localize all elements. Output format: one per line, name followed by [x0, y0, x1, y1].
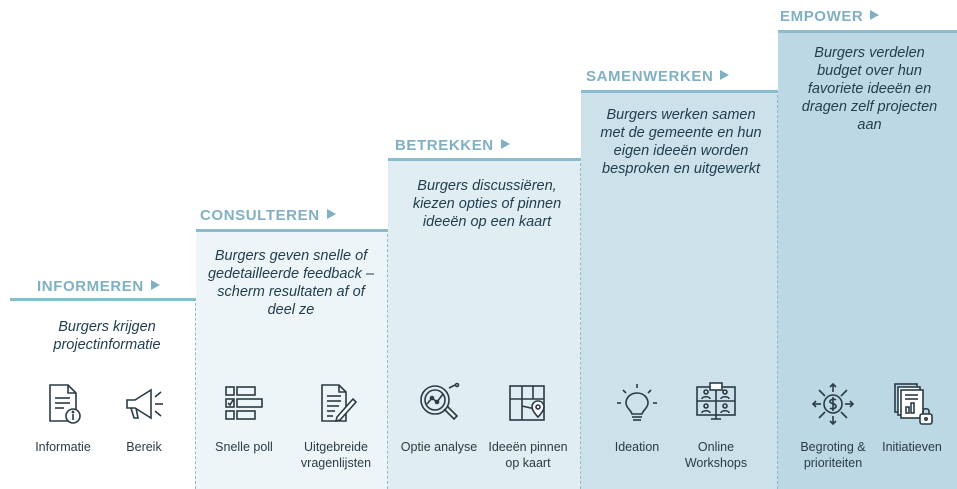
- stage-title-informeren: INFORMEREN: [37, 278, 160, 295]
- stage-divider: [777, 90, 778, 489]
- stage-divider: [387, 229, 388, 489]
- documents-lock-icon: [894, 383, 933, 425]
- item-informatie: Informatie: [18, 381, 108, 455]
- questionnaire-icon: [321, 384, 358, 423]
- item-initiatieven: Initiatieven: [869, 381, 955, 455]
- stage-title-consulteren: CONSULTEREN: [200, 207, 336, 224]
- item-label: Ideation: [614, 440, 660, 454]
- stage-divider: [580, 158, 581, 489]
- item-ideeen-pinnen: Ideeën pinnen op kaart: [483, 381, 573, 471]
- stage-title-empower: EMPOWER: [780, 8, 880, 25]
- stage-divider: [195, 298, 196, 489]
- map-pin-icon: [509, 385, 545, 421]
- poll-list-icon: [225, 386, 263, 420]
- item-ideation: Ideation: [592, 381, 682, 455]
- stage-top-line: [388, 158, 581, 161]
- magnifier-chart-icon: [420, 382, 460, 421]
- item-label: Uitgebreide vragenlijsten: [300, 440, 372, 470]
- item-label: Optie analyse: [400, 440, 478, 454]
- stage-title-samenwerken: SAMENWERKEN: [586, 68, 730, 85]
- item-label: Initiatieven: [882, 440, 942, 454]
- item-label: Online Workshops: [684, 440, 748, 470]
- stage-description-samenwerken: Burgers werken samen met de gemeente en …: [600, 107, 762, 177]
- stage-description-empower: Burgers verdelen budget over hun favorie…: [801, 45, 938, 133]
- arrow-right-icon: [150, 280, 160, 290]
- item-optie-analyse: Optie analyse: [394, 381, 484, 455]
- stage-description-betrekken: Burgers discussiëren, kiezen opties of p…: [412, 178, 562, 230]
- stage-top-line: [196, 229, 388, 232]
- document-info-icon: [49, 384, 81, 424]
- stage-title-betrekken: BETREKKEN: [395, 137, 510, 154]
- stage-top-line: [10, 298, 196, 301]
- stage-informeren: [10, 298, 196, 489]
- stage-empower: [778, 30, 957, 489]
- megaphone-icon: [126, 388, 163, 420]
- item-begroting: Begroting & prioriteiten: [788, 381, 878, 471]
- stage-description-consulteren: Burgers geven snelle of gedetailleerde f…: [207, 248, 375, 318]
- arrow-right-icon: [720, 70, 730, 80]
- budget-arrows-icon: [811, 382, 855, 426]
- item-label: Informatie: [35, 440, 91, 454]
- stage-top-line: [778, 30, 957, 33]
- stage-description-informeren: Burgers krijgen projectinformatie: [53, 319, 161, 353]
- arrow-right-icon: [326, 209, 336, 219]
- item-label: Bereik: [126, 440, 162, 454]
- lightbulb-icon: [617, 384, 657, 421]
- item-online-workshops: Online Workshops: [671, 381, 761, 471]
- stage-betrekken: [388, 158, 581, 489]
- item-bereik: Bereik: [99, 381, 189, 455]
- arrow-right-icon: [870, 10, 880, 20]
- arrow-right-icon: [500, 139, 510, 149]
- item-label: Begroting & prioriteiten: [800, 440, 866, 470]
- item-snelle-poll: Snelle poll: [199, 381, 289, 455]
- item-label: Ideeën pinnen op kaart: [488, 440, 568, 470]
- item-label: Snelle poll: [215, 440, 273, 454]
- stage-samenwerken: [581, 90, 778, 489]
- item-uitgebreide-vragenlijsten: Uitgebreide vragenlijsten: [291, 381, 381, 471]
- stage-top-line: [581, 90, 778, 93]
- stage-consulteren: [196, 229, 388, 489]
- online-workshop-icon: [696, 382, 736, 420]
